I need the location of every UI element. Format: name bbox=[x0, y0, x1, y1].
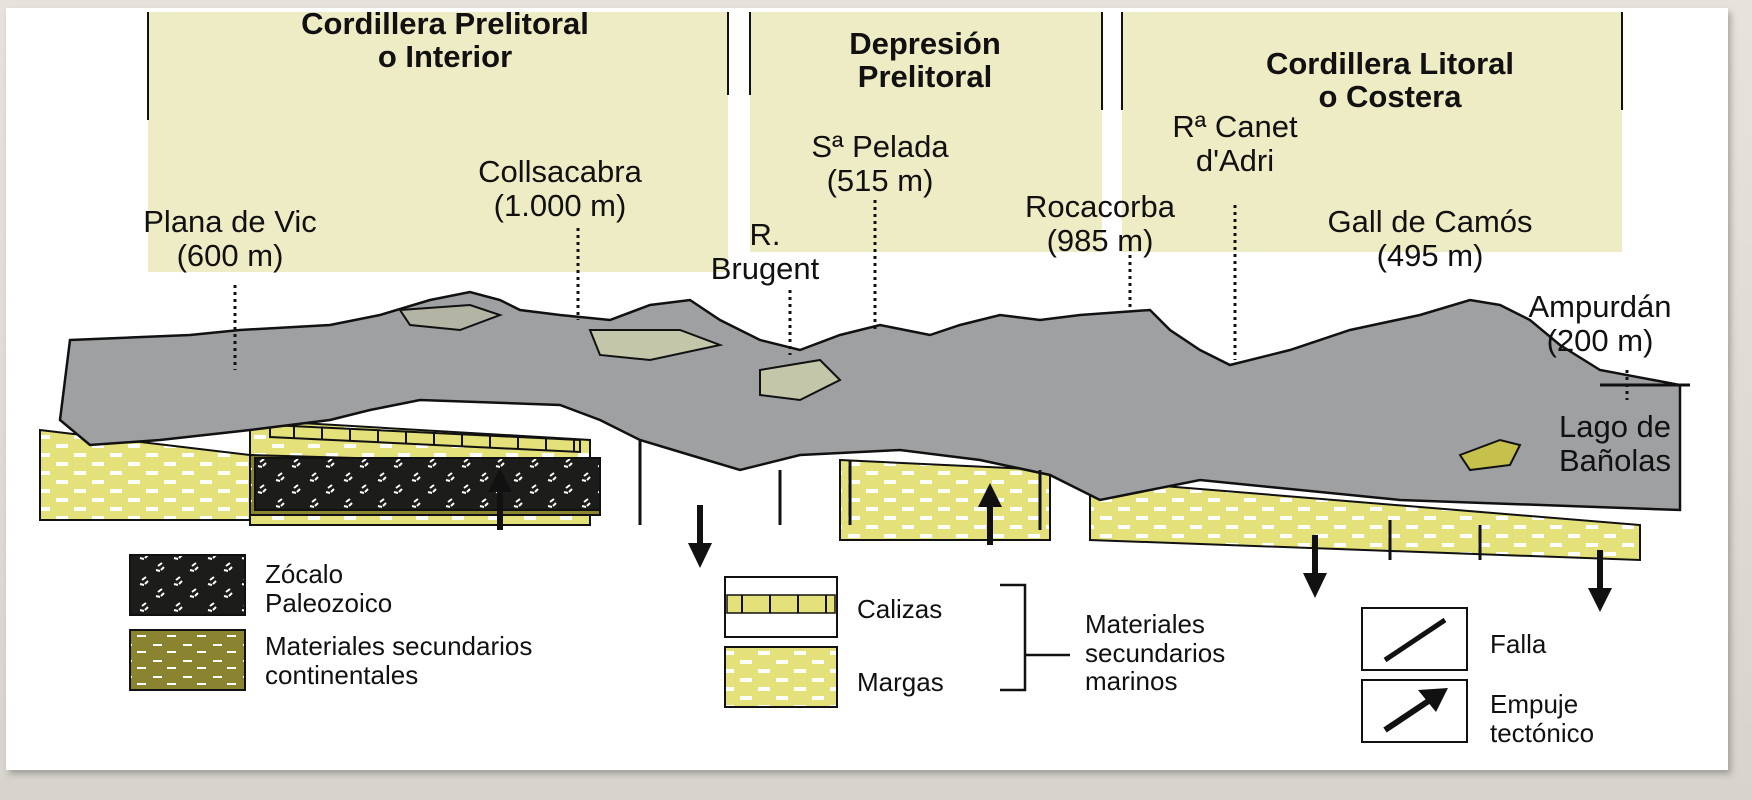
legend-bracket bbox=[1000, 585, 1025, 690]
place-plana-de-vic: Plana de Vic(600 m) bbox=[130, 205, 330, 273]
legend-calizas: Calizas bbox=[857, 595, 942, 624]
place-ampurdan: Ampurdán(200 m) bbox=[1505, 290, 1695, 358]
legend-swatch-calizas bbox=[727, 595, 835, 613]
legend-margas: Margas bbox=[857, 668, 944, 697]
legend-swatch-zocalo bbox=[130, 555, 245, 615]
legend-swatch-margas bbox=[725, 647, 837, 707]
place-sa-pelada: Sª Pelada(515 m) bbox=[780, 130, 980, 198]
place-rocacorba: Rocacorba(985 m) bbox=[985, 190, 1215, 258]
marl-left bbox=[40, 430, 250, 520]
place-gall-de-camos: Gall de Camós(495 m) bbox=[1285, 205, 1575, 273]
legend-falla: Falla bbox=[1490, 630, 1546, 659]
place-collsacabra: Collsacabra(1.000 m) bbox=[440, 155, 680, 223]
arrow-down-1 bbox=[688, 505, 712, 568]
legend-swatch-continentales bbox=[130, 630, 245, 690]
zocalo-block bbox=[255, 458, 600, 510]
place-rio-brugent: R.Brugent bbox=[690, 218, 840, 286]
marl-middle bbox=[840, 460, 1050, 540]
